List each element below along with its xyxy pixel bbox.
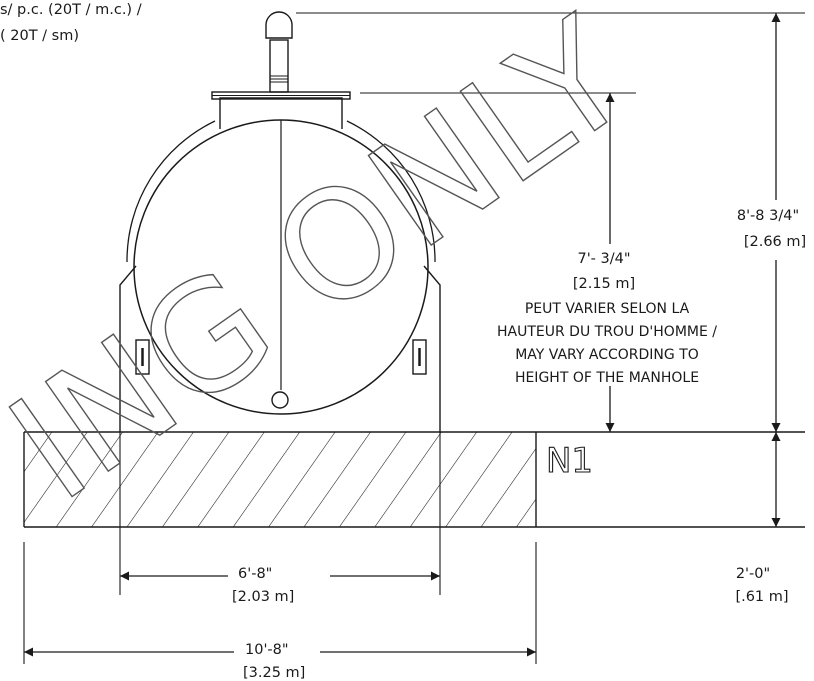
dimension-slab-width-metric: [3.25 m] [243,665,305,681]
concrete-slab [23,431,805,528]
tank-body [126,119,436,415]
dimension-manhole-height-imperial: 7'- 3/4" [577,251,630,267]
dimension-manhole-height-metric: [2.15 m] [573,276,635,292]
drain-fitting [271,391,289,409]
manhole-note-line-3: MAY VARY ACCORDING TO [515,347,699,363]
dimension-slab-thickness-imperial: 2'-0" [736,566,770,582]
vent-pipe [265,11,293,93]
header-text-line-2: ( 20T / sm) [0,28,79,44]
dimension-slab-width-imperial: 10'-8" [245,642,289,658]
dimension-saddle-width-imperial: 6'-8" [238,566,272,582]
dimension-total-height-imperial: 8'-8 3/4" [737,208,799,224]
dimension-slab-thickness-metric: [.61 m] [735,589,788,605]
header-text-line-1: s/ p.c. (20T / m.c.) / [0,2,142,18]
manhole-note-line-1: PEUT VARIER SELON LA [525,301,690,317]
dimension-total-height-metric: [2.66 m] [744,234,806,250]
manhole-note-line-4: HEIGHT OF THE MANHOLE [515,370,699,386]
manhole-note-line-2: HAUTEUR DU TROU D'HOMME / [497,324,717,340]
saddle-slot-left [135,339,150,375]
extension-lines [23,12,805,664]
tank-saddle [119,265,441,432]
saddle-slot-right [412,339,427,375]
dimension-saddle-width-metric: [2.03 m] [232,589,294,605]
level-marker-n1: N1 [546,441,593,481]
